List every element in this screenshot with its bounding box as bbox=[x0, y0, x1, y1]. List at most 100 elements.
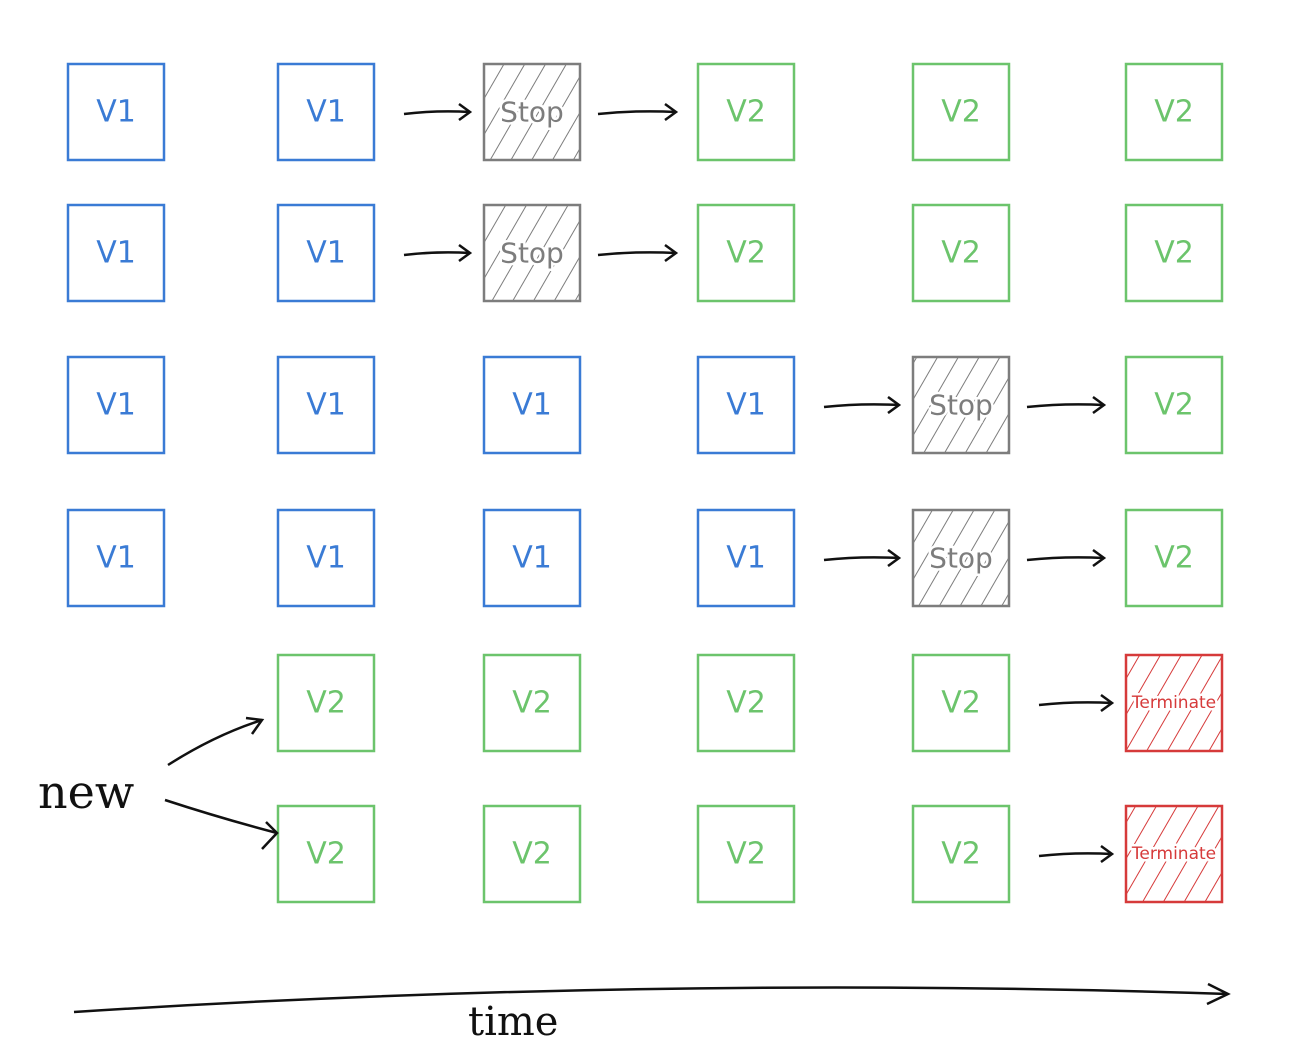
v1-instance-box: V1 bbox=[482, 508, 582, 608]
stop-box-frame bbox=[482, 203, 582, 303]
v2-box-frame bbox=[276, 653, 376, 753]
v1-instance-box: V1 bbox=[276, 62, 376, 162]
stop-box-label-halo: Stop bbox=[929, 389, 993, 422]
v1-box-frame bbox=[66, 508, 166, 608]
v1-box-frame bbox=[696, 355, 796, 455]
v1-box-frame bbox=[66, 203, 166, 303]
v2-instance-box: V2 bbox=[696, 653, 796, 753]
v2-box-frame bbox=[696, 653, 796, 753]
v1-box-frame bbox=[66, 62, 166, 162]
v2-box-label: V2 bbox=[1154, 95, 1194, 130]
v2-box-frame bbox=[276, 804, 376, 904]
transition-arrow bbox=[1038, 693, 1115, 713]
v2-instance-box: V2 bbox=[1124, 203, 1224, 303]
v2-instance-box: V2 bbox=[696, 203, 796, 303]
new-label: new bbox=[38, 765, 134, 819]
v2-instance-box: V2 bbox=[696, 62, 796, 162]
v1-box-frame bbox=[482, 355, 582, 455]
v2-box-frame bbox=[1124, 203, 1224, 303]
transition-arrow bbox=[597, 243, 679, 263]
v1-box-label: V1 bbox=[96, 388, 136, 423]
v1-instance-box: V1 bbox=[66, 203, 166, 303]
transition-arrow-head bbox=[664, 243, 679, 263]
stop-box-label-halo: Stop bbox=[500, 96, 564, 129]
v2-box-label: V2 bbox=[941, 95, 981, 130]
stop-box-label-halo: Stop bbox=[929, 542, 993, 575]
v1-box-label: V1 bbox=[306, 541, 346, 576]
time-axis: time bbox=[73, 982, 1231, 1045]
transition-arrow-line bbox=[823, 556, 900, 562]
v2-box-label: V2 bbox=[512, 837, 552, 872]
transition-arrow-head bbox=[1100, 844, 1115, 864]
transition-arrow-line bbox=[597, 110, 677, 116]
transition-arrow-line bbox=[1038, 701, 1113, 707]
v1-box-label: V1 bbox=[512, 541, 552, 576]
v1-instance-box: V1 bbox=[276, 203, 376, 303]
time-axis-head bbox=[1206, 982, 1231, 1006]
v2-instance-box: V2 bbox=[911, 653, 1011, 753]
v1-box-frame bbox=[482, 508, 582, 608]
v2-box-frame bbox=[696, 203, 796, 303]
transition-arrow bbox=[1026, 548, 1107, 568]
v2-instance-box: V2 bbox=[911, 203, 1011, 303]
stop-box-frame bbox=[482, 62, 582, 162]
v1-instance-box: V1 bbox=[66, 62, 166, 162]
transition-arrows bbox=[403, 102, 1115, 864]
transition-arrow-head bbox=[1100, 693, 1115, 713]
v1-instance-box: V1 bbox=[696, 355, 796, 455]
v1-box-label: V1 bbox=[726, 541, 766, 576]
stop-box-label: Stop bbox=[500, 96, 564, 129]
v1-box-label: V1 bbox=[306, 95, 346, 130]
v1-box-frame bbox=[276, 508, 376, 608]
new-arrow-down-head bbox=[261, 821, 279, 850]
v2-box-frame bbox=[911, 804, 1011, 904]
stop-box-label-halo: Stop bbox=[500, 237, 564, 270]
transition-arrow bbox=[1038, 844, 1115, 864]
transition-arrow-line bbox=[1038, 852, 1113, 858]
time-axis-line bbox=[73, 986, 1229, 1014]
transition-arrow bbox=[1026, 395, 1107, 415]
new-instances-annotation: new bbox=[38, 716, 279, 850]
new-arrow-up-head bbox=[245, 716, 265, 735]
v1-box-frame bbox=[276, 203, 376, 303]
new-arrow-down bbox=[164, 798, 278, 835]
terminate-box-label: Terminate bbox=[1131, 844, 1216, 864]
v1-box-label: V1 bbox=[96, 541, 136, 576]
v2-box-label: V2 bbox=[306, 837, 346, 872]
v2-box-frame bbox=[696, 62, 796, 162]
v2-instance-box: V2 bbox=[1124, 62, 1224, 162]
v2-box-frame bbox=[1124, 62, 1224, 162]
terminate-box-frame bbox=[1124, 653, 1224, 753]
transition-arrow-head bbox=[887, 395, 902, 415]
v2-instance-box: V2 bbox=[696, 804, 796, 904]
v1-box-label: V1 bbox=[96, 236, 136, 271]
stop-box-frame bbox=[911, 508, 1011, 608]
stop-box-label: Stop bbox=[500, 237, 564, 270]
v2-box-label: V2 bbox=[726, 837, 766, 872]
transition-arrow-line bbox=[823, 403, 900, 409]
v2-instance-box: V2 bbox=[482, 804, 582, 904]
v1-instance-box: V1 bbox=[482, 355, 582, 455]
transition-arrow-line bbox=[403, 251, 471, 257]
transition-arrow-head bbox=[1092, 395, 1107, 415]
transition-arrow-head bbox=[458, 102, 473, 122]
v1-box-label: V1 bbox=[512, 388, 552, 423]
v1-box-label: V1 bbox=[96, 95, 136, 130]
v2-instance-box: V2 bbox=[911, 804, 1011, 904]
v1-box-label: V1 bbox=[306, 388, 346, 423]
v1-box-frame bbox=[696, 508, 796, 608]
v2-instance-box: V2 bbox=[911, 62, 1011, 162]
stop-box-label: Stop bbox=[929, 389, 993, 422]
v1-instance-box: V1 bbox=[276, 508, 376, 608]
transition-arrow-head bbox=[887, 548, 902, 568]
v2-box-frame bbox=[482, 804, 582, 904]
v1-instance-box: V1 bbox=[276, 355, 376, 455]
terminate-box-frame bbox=[1124, 804, 1224, 904]
v1-box-frame bbox=[66, 355, 166, 455]
v2-box-frame bbox=[911, 203, 1011, 303]
v2-box-frame bbox=[911, 62, 1011, 162]
